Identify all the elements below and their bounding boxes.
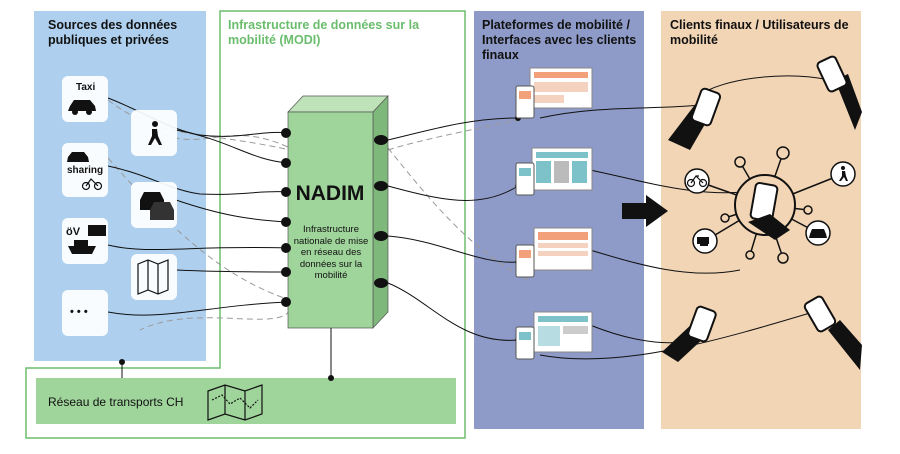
hand-phone-2 bbox=[816, 55, 862, 130]
hub-phone-icon bbox=[748, 181, 790, 240]
network-connectors bbox=[121, 328, 332, 378]
nadim-title: NADIM bbox=[295, 182, 365, 205]
nadim-ports-left bbox=[281, 128, 291, 307]
platform-links bbox=[387, 117, 519, 341]
network-label: Réseau de transports CH bbox=[48, 395, 184, 409]
hand-phone-3 bbox=[662, 305, 717, 362]
platform-dots bbox=[515, 115, 521, 343]
nadim-description: Infrastructure nationale de mise en rése… bbox=[293, 224, 369, 281]
clients-panel-title: Clients finaux / Utilisateurs de mobilit… bbox=[670, 18, 849, 47]
map-tile bbox=[131, 254, 177, 300]
hand-phone-4 bbox=[803, 295, 862, 370]
network-bar bbox=[36, 378, 456, 424]
modi-panel-title: Infrastructure de données sur la mobilit… bbox=[228, 18, 420, 47]
platform-screen-2 bbox=[515, 147, 593, 196]
train-icon bbox=[697, 237, 709, 246]
platform-screen-4 bbox=[515, 311, 593, 360]
pedestrian-tile bbox=[131, 110, 177, 156]
hand-phone-1 bbox=[668, 87, 722, 150]
nadim-ports-right bbox=[374, 135, 388, 288]
traffic-tile bbox=[131, 182, 177, 228]
platform-screen-3 bbox=[515, 227, 593, 278]
more-sources-label: • • • bbox=[70, 306, 88, 318]
sharing-label: sharing bbox=[67, 165, 104, 176]
taxi-label: Taxi bbox=[76, 82, 96, 93]
network-map-icon bbox=[207, 384, 263, 421]
car-icon bbox=[809, 229, 827, 238]
source-links bbox=[107, 97, 289, 316]
ov-tile bbox=[62, 218, 108, 264]
bicycle-icon bbox=[686, 175, 708, 188]
sources-panel-title: Sources des données publiques et privées bbox=[48, 18, 178, 47]
taxi-tile bbox=[62, 76, 108, 122]
ov-label: öV bbox=[66, 226, 81, 238]
more-sources-tile bbox=[62, 290, 108, 336]
modi-border bbox=[25, 10, 466, 439]
pedestrian-icon bbox=[839, 166, 848, 181]
nadim-block bbox=[287, 95, 389, 329]
platforms-panel-title: Plateformes de mobilité / Interfaces ave… bbox=[482, 18, 637, 62]
platform-screen-1 bbox=[515, 67, 593, 119]
arrow-icon bbox=[622, 195, 668, 227]
